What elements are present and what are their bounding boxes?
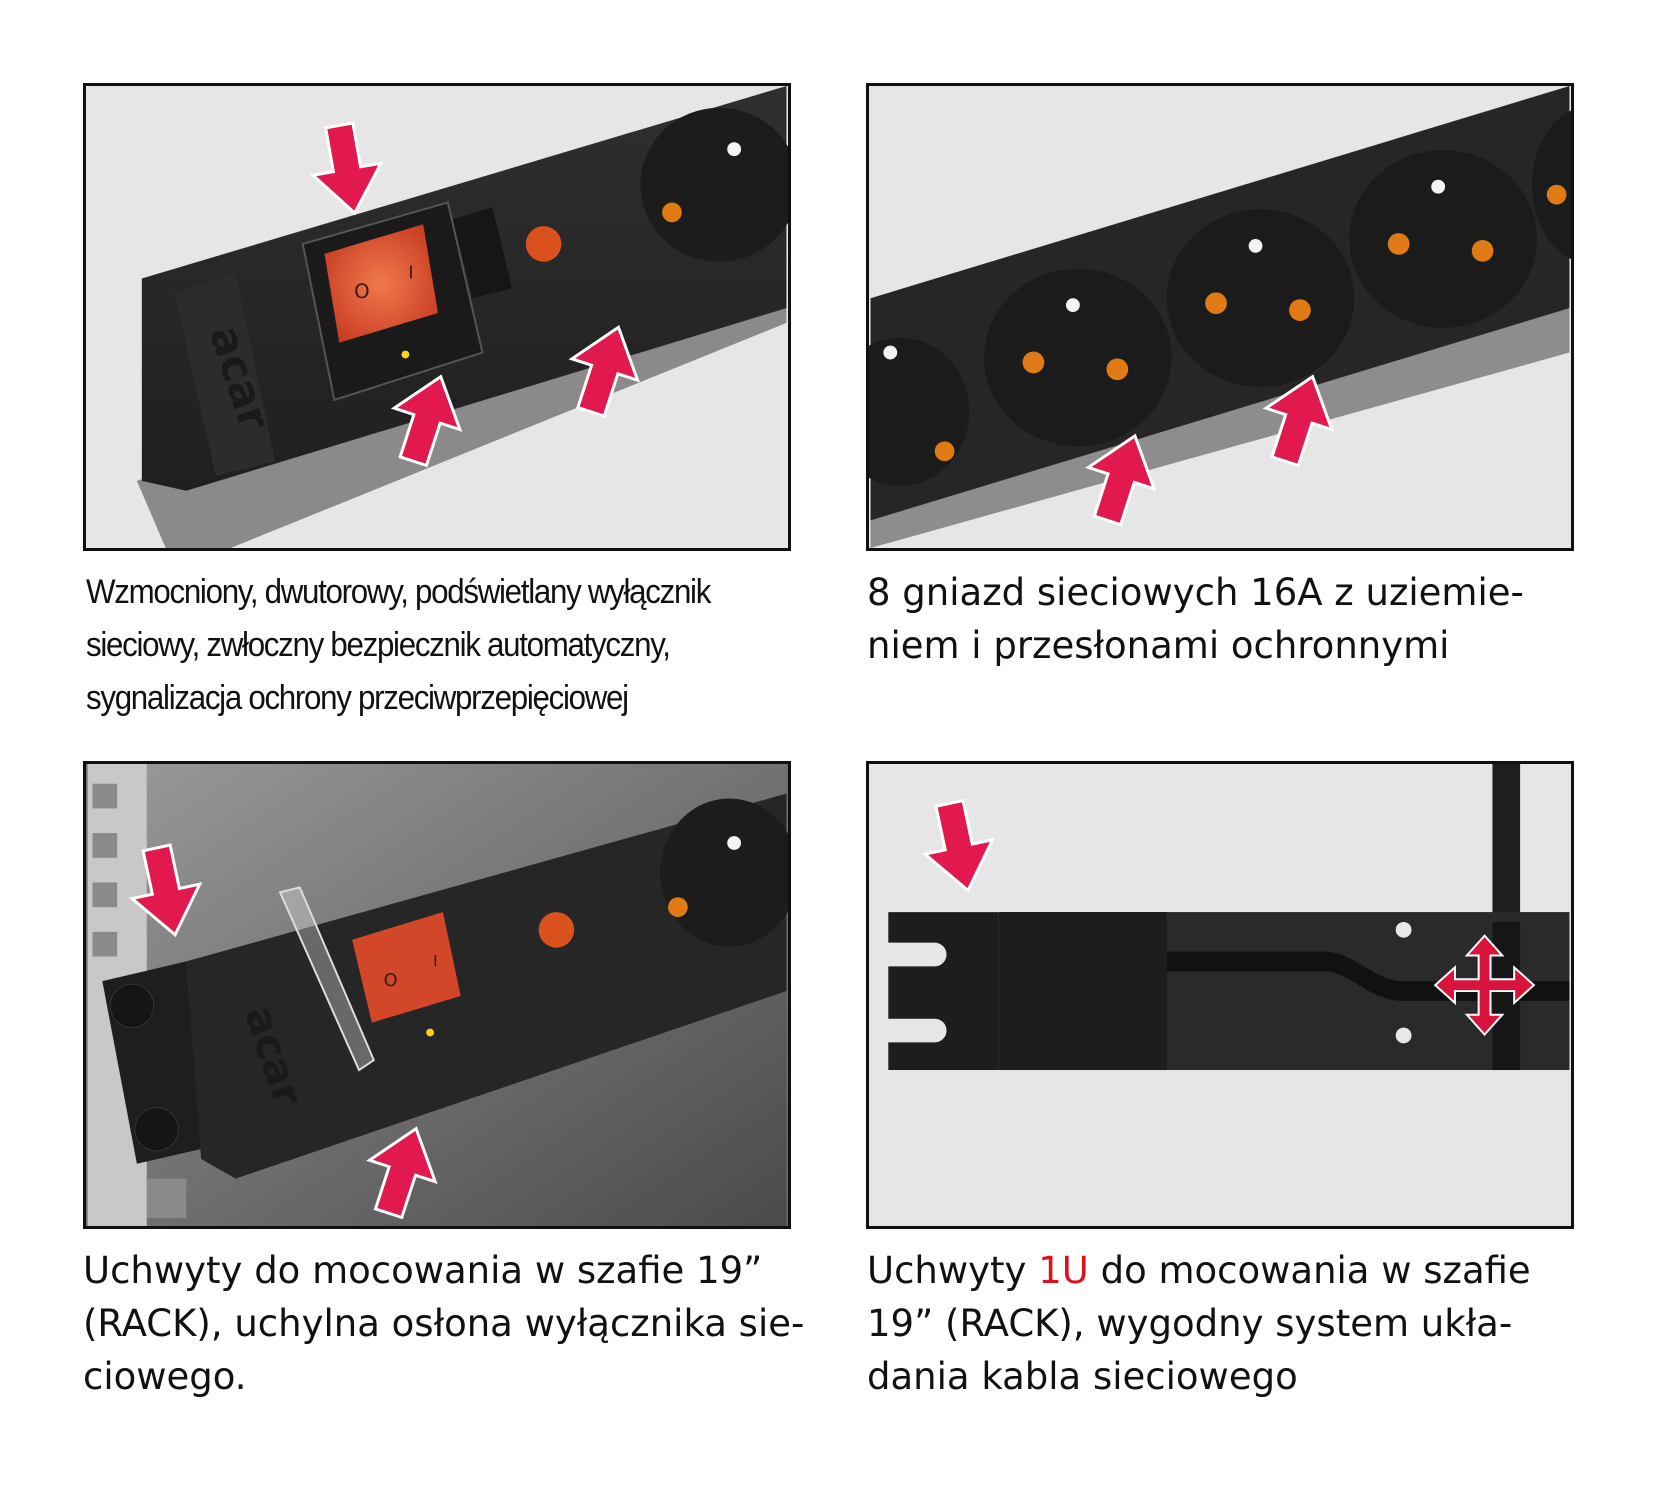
caption-line: Wzmocniony, dwutorowy, podświetlany wyłą… (86, 573, 711, 611)
sockets-detail-caption: 8 gniazd sieciowych 16A z uziemie- niem … (867, 566, 1579, 672)
switch-off-symbol: O (384, 971, 398, 991)
logo-area (174, 273, 276, 476)
cable-routing-illustration (888, 764, 1570, 1071)
socket (1166, 209, 1355, 388)
cable-routing-caption: Uchwyty 1U do mocowania w szafie 19” (RA… (867, 1244, 1579, 1403)
arrow-up-icon (568, 324, 641, 418)
caption-line: dania kabla sieciowego (867, 1355, 1298, 1398)
caption-line: 8 gniazd sieciowych 16A z uziemie- (867, 571, 1524, 614)
rocker-switch (352, 912, 461, 1023)
caption-line: (RACK), uchylna osłona wyłącznika sie- (83, 1302, 805, 1345)
move-arrows-icon (1433, 934, 1536, 1036)
socket (984, 268, 1172, 447)
caption-line: Uchwyty do mocowania w szafie 19” (83, 1249, 763, 1292)
socket (660, 798, 788, 947)
mount-hole (1395, 1027, 1412, 1044)
socket (640, 107, 788, 262)
caption-text: do mocowania w szafie (1088, 1249, 1531, 1292)
switch-detail-image: acar O I (83, 83, 791, 551)
arrow-down-icon (128, 843, 203, 938)
tilting-switch-cover (278, 886, 376, 1072)
rack-mount-caption: Uchwyty do mocowania w szafie 19” (RACK)… (83, 1244, 805, 1403)
surge-indicator-lamp (525, 226, 562, 262)
screw (109, 983, 155, 1029)
arrow-down-icon (309, 121, 384, 216)
rack-mount-detail-image: acar O I (83, 761, 791, 1229)
surge-indicator-lamp (538, 912, 575, 948)
socket (869, 337, 970, 486)
socket (1531, 110, 1571, 259)
cable-routing-detail-image (866, 761, 1574, 1229)
socket-hole (662, 202, 682, 223)
vertical-cable (1492, 764, 1521, 922)
switch-detail-caption: Wzmocniony, dwutorowy, podświetlany wyłą… (86, 566, 800, 725)
mount-hole (1395, 921, 1412, 938)
power-strip-switch-illustration: acar O I (136, 86, 788, 548)
caption-line: sygnalizacja ochrony przeciwprzepięciowe… (86, 679, 629, 717)
arrow-up-icon (1084, 433, 1157, 527)
strip-body (186, 793, 787, 1179)
caption-line: 19” (RACK), wygodny system ukła- (867, 1302, 1513, 1345)
caption-line: Uchwyty 1U do mocowania w szafie (867, 1244, 1579, 1297)
arrow-up-icon (1262, 374, 1335, 468)
switch-on-symbol: I (433, 951, 438, 970)
1u-rack-bracket (888, 912, 999, 1071)
rack-mount-illustration: acar O I (87, 764, 788, 1226)
caption-line: ciowego. (83, 1355, 247, 1398)
status-led (401, 350, 410, 359)
power-strip-sockets-illustration (869, 86, 1571, 548)
socket (1349, 150, 1537, 328)
caption-line: niem i przesłonami ochronnymi (867, 624, 1450, 667)
arrow-up-icon (366, 1126, 438, 1220)
arrow-down-icon (921, 798, 996, 893)
rocker-switch (324, 224, 438, 343)
caption-line: sieciowy, zwłoczny bezpiecznik automatyc… (86, 626, 671, 664)
1u-highlight: 1U (1038, 1249, 1089, 1292)
switch-off-symbol: O (354, 280, 370, 303)
breaker-slot (452, 207, 513, 299)
caption-text: Uchwyty (867, 1249, 1039, 1292)
screw (134, 1107, 179, 1152)
sockets-detail-image (866, 83, 1574, 551)
status-led (426, 1028, 435, 1037)
earth-pin (727, 142, 742, 157)
arrow-up-icon (390, 374, 463, 468)
switch-on-symbol: I (408, 264, 413, 284)
